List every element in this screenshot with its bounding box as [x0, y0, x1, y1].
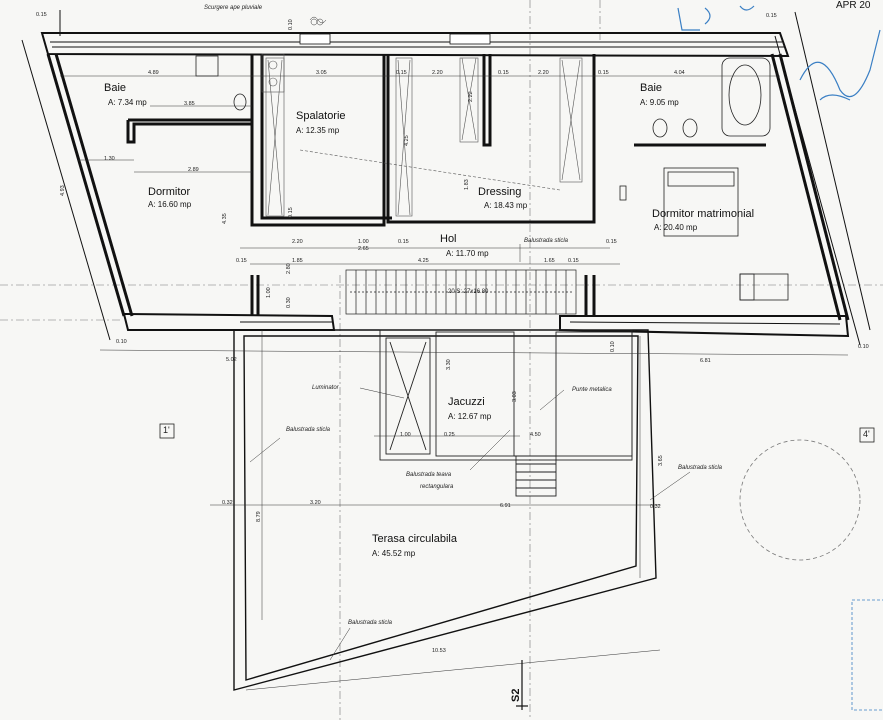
dim-label: 0.15: [598, 70, 609, 76]
dim-label: 0.15: [396, 70, 407, 76]
room-area-dormitor-matrimonial: A: 20.40 mp: [654, 223, 698, 232]
dim-label: 0.15: [606, 239, 617, 245]
note-balustrada-left: Balustrada sticla: [286, 427, 331, 433]
dim-label: 0.15: [236, 258, 247, 264]
dim-label: 1.30: [104, 156, 115, 162]
dim-label: 0.25: [444, 432, 455, 438]
dim-label: 4.04: [674, 70, 685, 76]
room-area-jacuzzi: A: 12.67 mp: [448, 412, 492, 421]
room-name-dressing: Dressing: [478, 186, 522, 198]
dim-label-vertical: 4.25: [404, 135, 410, 146]
room-name-jacuzzi: Jacuzzi: [448, 396, 485, 408]
note-punte-metalica: Punte metalica: [572, 387, 612, 393]
dim-label-vertical: 3.65: [658, 455, 664, 466]
room-area-dormitor: A: 16.60 mp: [148, 200, 192, 209]
bottom-wall: [122, 312, 850, 338]
right-wall: [770, 53, 850, 321]
room-name-spalatorie: Spalatorie: [296, 110, 346, 122]
dim-label: 2.20: [292, 239, 303, 245]
dim-label: 0.10: [116, 339, 127, 345]
dim-label: 3.20: [310, 500, 321, 506]
dim-label: 0.15: [766, 13, 777, 19]
left-wall: [46, 53, 134, 317]
blue-stamp-marks: [677, 5, 883, 711]
dim-label: 1.00: [358, 239, 369, 245]
dim-label: 1.65: [544, 258, 555, 264]
section-mark: S2: [510, 688, 522, 702]
dressing-hatching: [261, 53, 583, 217]
room-name-dormitor-matrimonial: Dormitor matrimonial: [652, 208, 755, 220]
dim-label: 4.25: [418, 258, 429, 264]
dim-label: 3.05: [316, 70, 327, 76]
note-luminator: Luminator: [312, 385, 339, 391]
dim-label: 0.15: [498, 70, 509, 76]
note-balustrada-right: Balustrada sticla: [678, 465, 723, 471]
room-name-baie-2: Baie: [640, 82, 663, 94]
dim-label-vertical: 0.10: [610, 341, 616, 352]
axis-tag-left: 1': [163, 425, 170, 435]
dim-label: 0.15: [398, 239, 409, 245]
dim-label-vertical: 0.15: [288, 207, 294, 218]
terrace-outline: [233, 329, 657, 691]
room-area-dressing: A: 18.43 mp: [484, 201, 528, 210]
room-area-baie-1: A: 7.34 mp: [108, 98, 147, 107]
seal-stamp: [739, 439, 861, 561]
dim-label-vertical: 3.30: [446, 359, 452, 370]
dim-label: 10.53: [432, 648, 446, 654]
staircase: [345, 269, 577, 315]
dim-label: 0.32: [222, 500, 233, 506]
room-name-hol: Hol: [440, 233, 457, 245]
dim-label-vertical: 3.03: [512, 391, 518, 402]
dim-label: 0.10: [858, 344, 869, 350]
dim-label-vertical: 0.10: [288, 19, 294, 30]
dim-label-vertical: 4.35: [222, 213, 228, 224]
section-arrow: [516, 660, 528, 710]
dimension-lines: [60, 75, 849, 691]
jacuzzi-area: [379, 329, 633, 497]
note-stairs: 20 S: 27x16.80: [448, 289, 489, 295]
dim-label: 4.50: [530, 432, 541, 438]
note-balustrada-bottom: Balustrada sticla: [348, 620, 393, 626]
dim-label-vertical: 4.93: [60, 185, 66, 196]
dim-label: 0.32: [650, 504, 661, 510]
dim-label: 5.02: [226, 357, 237, 363]
dim-label-vertical: 1.83: [464, 179, 470, 190]
room-name-baie-1: Baie: [104, 82, 127, 94]
dim-label: 6.81: [700, 358, 711, 364]
dim-label: 4.89: [148, 70, 159, 76]
dim-label-vertical: 8.79: [256, 511, 262, 522]
room-area-terasa: A: 45.52 mp: [372, 549, 416, 558]
dim-label-vertical: 2.80: [286, 263, 292, 274]
dim-label: 2.89: [188, 167, 199, 173]
dim-label: 6.91: [500, 503, 511, 509]
fixtures: [195, 55, 789, 301]
note-balustrada-hol: Balustrada sticla: [524, 238, 569, 244]
dim-label: 2.20: [432, 70, 443, 76]
note-balustrada-teava: Balustrada teava: [406, 472, 452, 478]
note-rectangulara: rectangulara: [420, 484, 454, 490]
dim-label: 1.85: [292, 258, 303, 264]
interior-walls: [126, 54, 766, 316]
dim-label: 2.20: [538, 70, 549, 76]
top-wall: [40, 32, 790, 58]
room-name-dormitor: Dormitor: [148, 186, 191, 198]
dim-label: 0.15: [36, 12, 47, 18]
dim-label: 1.00: [400, 432, 411, 438]
dim-label-vertical: 1.00: [266, 287, 272, 298]
dim-label-vertical: 0.30: [286, 297, 292, 308]
room-name-terasa: Terasa circulabila: [372, 533, 457, 545]
annotation-leaders: [249, 16, 691, 661]
room-area-baie-2: A: 9.05 mp: [640, 98, 679, 107]
dim-label: 0.15: [568, 258, 579, 264]
axis-tag-right: 4': [863, 429, 870, 439]
dim-label: 3.85: [184, 101, 195, 107]
stamp-date-fragment: APR 20: [836, 0, 871, 11]
room-area-spalatorie: A: 12.35 mp: [296, 126, 340, 135]
dim-label-vertical: 2.22: [468, 91, 474, 102]
room-area-hol: A: 11.70 mp: [446, 249, 489, 258]
dim-label: 2.65: [358, 246, 369, 252]
note-scurgere: Scurgere ape pluviale: [204, 5, 263, 11]
